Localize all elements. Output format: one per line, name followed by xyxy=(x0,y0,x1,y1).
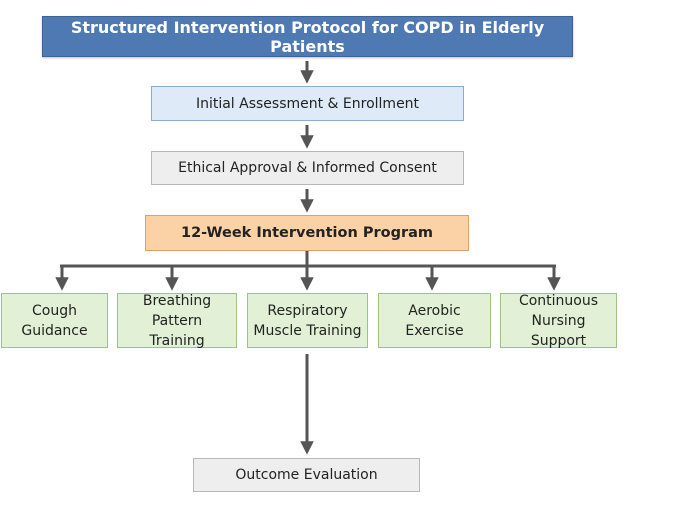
component-respiratory-muscle-training-label: Respiratory Muscle Training xyxy=(253,302,362,339)
component-breathing-pattern-training: Breathing Pattern Training xyxy=(117,292,237,349)
component-respiratory-muscle-training: Respiratory Muscle Training xyxy=(247,293,368,348)
step-ethical-approval-label: Ethical Approval & Informed Consent xyxy=(178,160,437,176)
component-cough-guidance: Cough Guidance xyxy=(1,293,108,348)
diagram-title: Structured Intervention Protocol for COP… xyxy=(42,16,573,57)
step-initial-assessment-label: Initial Assessment & Enrollment xyxy=(195,95,420,112)
component-aerobic-exercise: Aerobic Exercise xyxy=(378,293,491,348)
component-breathing-pattern-training-label: Breathing Pattern Training xyxy=(142,292,212,349)
step-initial-assessment: Initial Assessment & Enrollment xyxy=(151,86,464,121)
component-continuous-nursing-support: Continuous Nursing Support xyxy=(500,292,617,349)
step-intervention-program: 12-Week Intervention Program xyxy=(145,215,469,251)
component-cough-guidance-label: Cough Guidance xyxy=(21,302,88,339)
step-outcome-evaluation: Outcome Evaluation xyxy=(193,458,420,492)
step-outcome-evaluation-label: Outcome Evaluation xyxy=(235,467,378,483)
step-intervention-program-label: 12-Week Intervention Program xyxy=(180,225,434,241)
component-continuous-nursing-support-label: Continuous Nursing Support xyxy=(518,292,599,349)
component-aerobic-exercise-label: Aerobic Exercise xyxy=(405,302,464,339)
diagram-title-text: Structured Intervention Protocol for COP… xyxy=(70,17,545,56)
step-ethical-approval: Ethical Approval & Informed Consent xyxy=(151,151,464,185)
